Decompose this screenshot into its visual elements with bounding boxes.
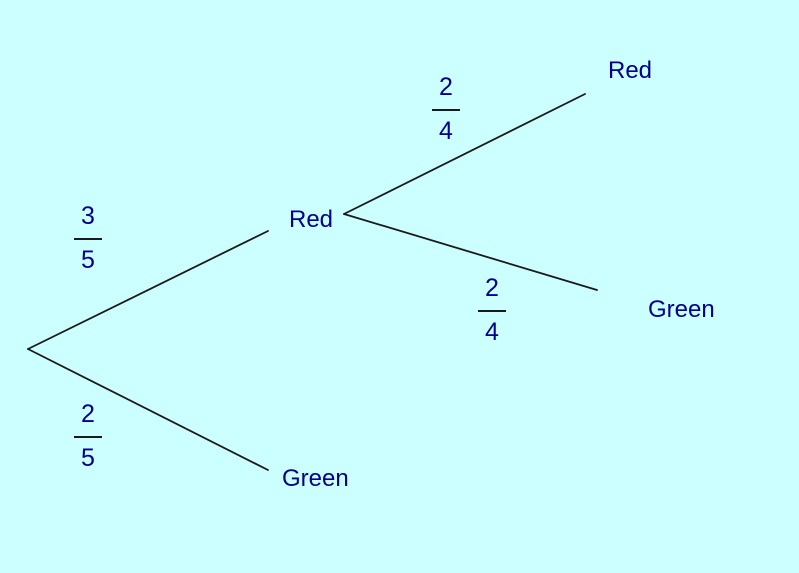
fraction-numerator: 2: [439, 73, 453, 101]
fraction-bar: [432, 109, 460, 111]
fraction-bar: [74, 436, 102, 438]
fraction-denominator: 4: [439, 117, 453, 145]
probability-second-green: 2 4: [474, 274, 510, 346]
fraction-bar: [74, 238, 102, 240]
branch-line-second-red: [343, 93, 586, 215]
node-label-second-red: Red: [608, 57, 653, 84]
node-label-first-red: Red: [289, 206, 334, 233]
fraction-denominator: 5: [81, 246, 95, 274]
branch-line-first-green: [27, 348, 269, 471]
node-label-first-green: Green: [282, 465, 349, 492]
branch-line-first-red: [27, 230, 269, 350]
fraction-numerator: 3: [81, 202, 95, 230]
probability-first-red: 3 5: [70, 202, 106, 274]
fraction-bar: [478, 310, 506, 312]
probability-second-red: 2 4: [428, 73, 464, 145]
fraction-denominator: 5: [81, 444, 95, 472]
probability-first-green: 2 5: [70, 400, 106, 472]
node-label-second-green: Green: [648, 296, 715, 323]
fraction-numerator: 2: [485, 274, 499, 302]
fraction-denominator: 4: [485, 318, 499, 346]
fraction-numerator: 2: [81, 400, 95, 428]
branch-line-second-green: [343, 213, 598, 291]
